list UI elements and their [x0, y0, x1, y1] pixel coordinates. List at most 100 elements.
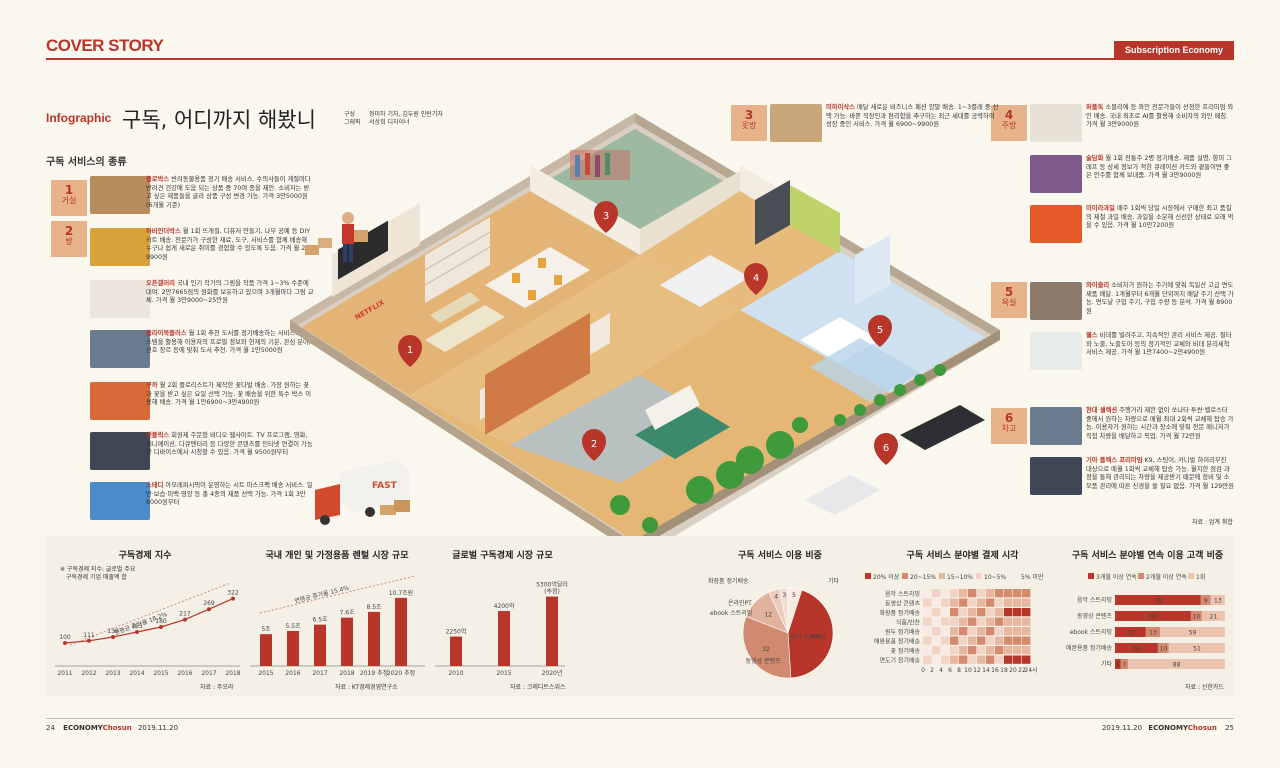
series-line	[64, 598, 234, 644]
slice-label: ebook 스트리밍	[710, 609, 752, 617]
heat-cell	[1004, 636, 1013, 645]
heat-cell	[995, 646, 1004, 655]
date-right: 2019.11.20	[1101, 724, 1143, 732]
service-item: 기아 플렉스 프리미엄 K9, 스팅어, 카니발 하이리무진 대상으로 매월 1…	[1086, 457, 1234, 492]
svg-text:2: 2	[591, 439, 597, 450]
heat-cell	[1004, 646, 1013, 655]
chart2-bar: 연평균 증가율 15.4%5조20155.5조20166.5조20177.6조2…	[250, 575, 425, 677]
legend-label: 2개월 이상 연속	[1146, 573, 1187, 581]
heat-cell	[986, 589, 995, 598]
pie-slice	[787, 589, 834, 679]
page-number-right: 25	[1225, 724, 1234, 732]
service-name: 퍼플독	[1086, 104, 1104, 111]
service-desc: 회원제 주문형 비디오 웹사이트. TV 프로그램, 영화, 애니메이션, 다큐…	[146, 432, 313, 457]
service-name: 플로박스	[146, 176, 170, 183]
stacked-bar	[1115, 611, 1191, 621]
heat-cell	[950, 598, 959, 607]
service-desc: 아모레퍼시픽이 운영하는 시트 마스크팩 배송 서비스. 일반·보습·미백·영양…	[146, 482, 313, 507]
heat-cell	[950, 617, 959, 626]
item-thumbnail	[1030, 457, 1082, 495]
bar-value: 10	[1193, 614, 1201, 621]
heat-cell	[941, 636, 950, 645]
heat-cell	[959, 627, 968, 636]
stacked-bar	[1115, 595, 1201, 605]
heat-cell	[1004, 655, 1013, 664]
heat-cell	[923, 589, 932, 598]
bar	[341, 617, 353, 666]
chart1-source: 자료 : 주오라	[200, 684, 234, 691]
chart-area-bg	[46, 536, 1234, 696]
slice-label: 음악 스트리밍	[790, 633, 825, 641]
service-name: 꾸까	[146, 382, 158, 389]
data-label: 5조	[261, 626, 271, 633]
heat-cell	[1013, 646, 1022, 655]
heat-cell	[959, 617, 968, 626]
service-item: 현대 셀렉션 주행거리 제한 없이 쏘나타·투싼·벨로스터 중에서 원하는 차량…	[1086, 407, 1234, 442]
item-thumbnail	[1030, 282, 1082, 320]
heat-cell	[941, 617, 950, 626]
service-item: 오픈갤러리 국내 인기 작가의 그림을 작품 가격 1~3% 수준에 대여. 2…	[146, 280, 314, 306]
bar	[368, 611, 380, 666]
item-thumbnail	[1030, 407, 1082, 445]
heat-cell	[932, 589, 941, 598]
tick-label: 6	[948, 667, 952, 674]
tick-label: 2015	[496, 670, 511, 677]
bar	[287, 631, 299, 666]
service-desc: 소비자가 원하는 주기에 맞춰 독일산 고급 면도 제품 배달. 1개월부터 6…	[1086, 282, 1234, 316]
tick-label: 2020년	[542, 669, 563, 677]
data-label: 180	[155, 618, 167, 625]
service-name: 기아 플렉스 프리미엄	[1086, 457, 1143, 464]
tick-label: 14	[982, 667, 990, 674]
chart1-line: 1002011111201213020131552014180201521720…	[55, 582, 240, 677]
heat-cell	[1013, 608, 1022, 617]
heat-cell	[968, 655, 977, 664]
item-thumbnail	[90, 432, 150, 470]
slice-label: 화장품 정기배송	[708, 577, 749, 585]
heat-cell	[923, 627, 932, 636]
service-name: 웰스	[1086, 332, 1098, 339]
heat-cell	[977, 646, 986, 655]
heat-cell	[968, 646, 977, 655]
stacked-bar	[1115, 643, 1158, 653]
heat-cell	[986, 617, 995, 626]
chart6-source: 자료 : 신한카드	[1185, 684, 1224, 691]
heat-cell	[968, 617, 977, 626]
legend-swatch	[1188, 573, 1194, 579]
svg-text:3: 3	[603, 211, 609, 222]
bar-value: 5	[1116, 662, 1120, 669]
tick-label: 2016	[177, 670, 192, 677]
service-desc: 매달 새로운 비즈니스 패션 양말 배송. 1~3켤레 중 선택 가능. 바쁜 …	[826, 104, 999, 129]
slice-value: 4	[774, 594, 778, 601]
bar-value: 13	[1149, 630, 1157, 637]
slice-value: 12	[764, 612, 772, 619]
service-name: 플라이북플러스	[146, 330, 187, 337]
stacked-bar	[1201, 611, 1225, 621]
heat-cell	[1022, 589, 1031, 598]
item-thumbnail	[90, 176, 150, 214]
tick-label: 2015	[258, 670, 273, 677]
heat-cell	[968, 589, 977, 598]
heat-cell	[968, 598, 977, 607]
tick-label: 2012	[81, 670, 96, 677]
heat-cell	[986, 646, 995, 655]
heat-cell	[977, 617, 986, 626]
heat-cell	[977, 636, 986, 645]
bar-value: 59	[1189, 630, 1197, 637]
footer-rule	[46, 718, 1234, 719]
slice-value: 44	[811, 633, 819, 640]
stacked-bar	[1210, 595, 1225, 605]
legend-swatch	[902, 573, 908, 579]
tick-label: 2	[930, 667, 934, 674]
data-label: 155	[131, 623, 143, 630]
heat-cell	[941, 627, 950, 636]
data-label: 8.5조	[366, 604, 382, 611]
bar	[450, 636, 462, 666]
heat-cell	[950, 589, 959, 598]
heat-cell	[977, 608, 986, 617]
heat-cell	[1013, 598, 1022, 607]
data-label: 2250억	[446, 628, 467, 636]
